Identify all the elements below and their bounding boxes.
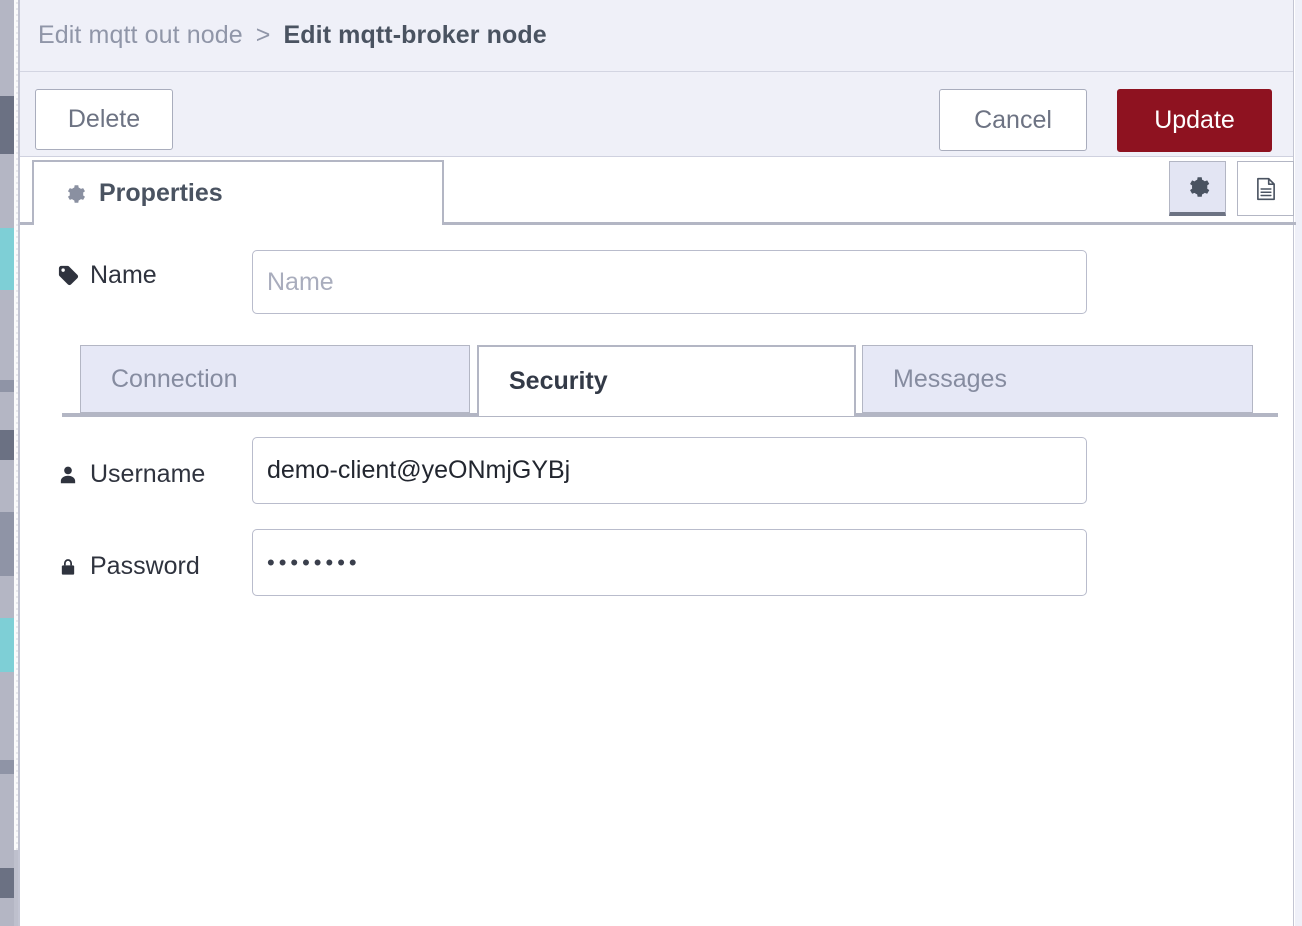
gear-icon <box>64 183 86 205</box>
palette-fragment <box>0 512 14 576</box>
username-label: Username <box>56 460 205 489</box>
cancel-button[interactable]: Cancel <box>939 89 1087 151</box>
palette-fragment <box>0 618 14 672</box>
lock-icon <box>56 556 80 578</box>
gear-icon <box>1189 177 1209 197</box>
palette-strip <box>0 0 14 926</box>
update-button[interactable]: Update <box>1117 89 1272 152</box>
document-icon-button[interactable] <box>1237 161 1294 216</box>
tag-icon <box>56 264 80 287</box>
document-icon <box>1256 177 1275 200</box>
name-label: Name <box>56 261 157 290</box>
palette-fragment <box>0 868 14 898</box>
palette-fragment <box>0 228 14 290</box>
subtab-security[interactable]: Security <box>477 345 856 416</box>
username-input[interactable] <box>252 437 1087 504</box>
dialog-button-bar: Delete Cancel Update <box>20 72 1293 157</box>
subtab-connection[interactable]: Connection <box>80 345 470 413</box>
subtab-messages-label: Messages <box>893 364 1007 393</box>
edit-node-dialog: Edit mqtt out node > Edit mqtt-broker no… <box>18 0 1296 926</box>
password-row: Password <box>56 552 200 581</box>
security-subtab-bar: Connection Security Messages <box>62 345 1278 417</box>
palette-fragment <box>0 430 14 460</box>
name-label-text: Name <box>90 261 157 289</box>
delete-button[interactable]: Delete <box>35 89 173 150</box>
gear-icon-button[interactable] <box>1169 161 1226 216</box>
name-input[interactable] <box>252 250 1087 314</box>
breadcrumb-separator: > <box>255 21 271 49</box>
password-label: Password <box>56 552 200 581</box>
tab-strip-baseline <box>20 222 1296 225</box>
username-label-text: Username <box>90 460 206 488</box>
subtab-security-label: Security <box>509 367 608 395</box>
palette-fragment <box>0 96 14 154</box>
breadcrumb: Edit mqtt out node > Edit mqtt-broker no… <box>38 21 547 50</box>
breadcrumb-parent[interactable]: Edit mqtt out node <box>38 21 243 49</box>
breadcrumb-current: Edit mqtt-broker node <box>283 21 547 49</box>
subtab-connection-label: Connection <box>111 364 238 393</box>
name-row: Name <box>56 261 157 290</box>
tab-properties[interactable]: Properties <box>32 160 444 225</box>
password-label-text: Password <box>90 552 200 580</box>
palette-fragment <box>0 380 14 392</box>
tab-properties-label: Properties <box>99 179 223 207</box>
properties-form: Name Connection Security Messages <box>20 225 1293 925</box>
user-icon <box>56 464 80 486</box>
dialog-header: Edit mqtt out node > Edit mqtt-broker no… <box>20 0 1293 72</box>
right-gutter <box>1295 0 1302 926</box>
palette-fragment <box>0 760 14 774</box>
subtab-messages[interactable]: Messages <box>862 345 1253 413</box>
password-input[interactable] <box>252 529 1087 596</box>
dialog-tab-strip: Properties <box>20 157 1296 225</box>
username-row: Username <box>56 460 205 489</box>
